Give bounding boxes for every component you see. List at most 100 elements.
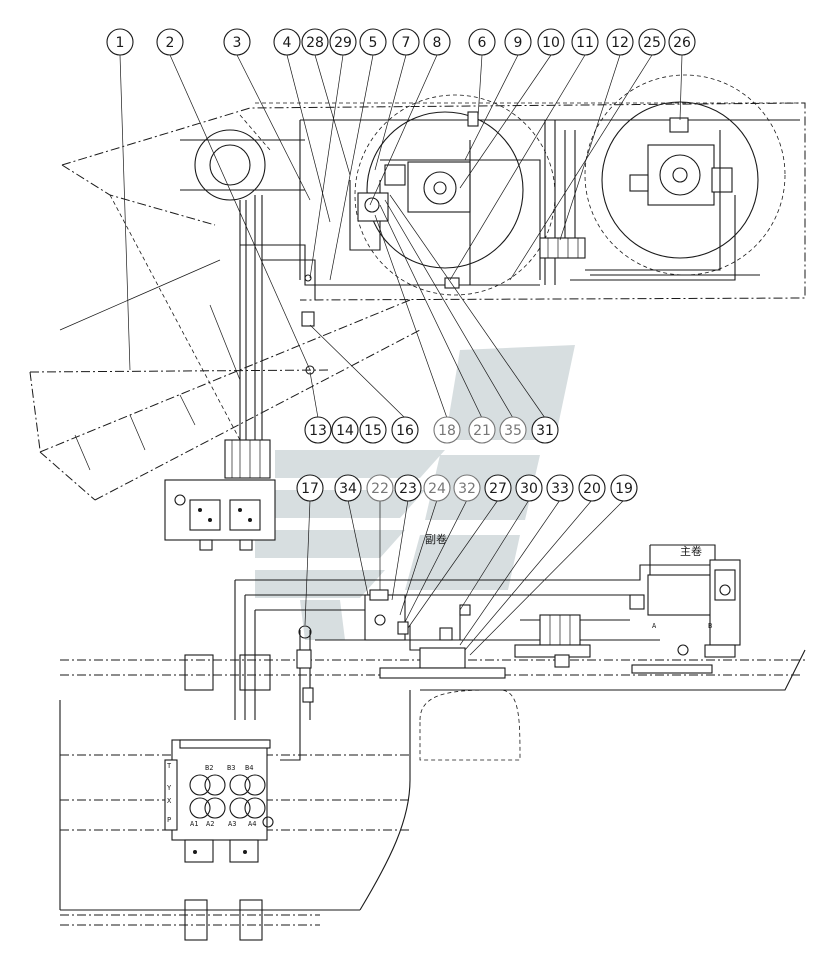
valve-side-label: T: [167, 762, 172, 770]
svg-text:9: 9: [514, 35, 523, 51]
callout: 35: [499, 416, 527, 444]
callout: 19: [610, 474, 638, 502]
svg-text:31: 31: [536, 423, 554, 439]
svg-text:29: 29: [334, 35, 352, 51]
svg-text:24: 24: [428, 481, 446, 497]
svg-text:17: 17: [301, 481, 319, 497]
callout: 9: [504, 28, 532, 56]
aux-winch-label: 副卷: [425, 532, 447, 546]
callout: 22: [366, 474, 394, 502]
valve-port-label: A3: [228, 820, 236, 828]
svg-text:18: 18: [438, 423, 456, 439]
winch-drum-right: [584, 74, 786, 276]
callout: 29: [329, 28, 357, 56]
callout: 23: [394, 474, 422, 502]
svg-text:14: 14: [336, 423, 354, 439]
lower-chassis-structure: [59, 649, 806, 941]
control-valve-lower: [164, 739, 274, 863]
callout: 6: [468, 28, 496, 56]
callout: 17: [296, 474, 324, 502]
svg-text:2: 2: [166, 35, 175, 51]
callout: 32: [453, 474, 481, 502]
valve-port-label: B3: [227, 764, 235, 772]
callouts-lower-row: 17 34 22 23 24 32 27 30 33 20 19: [296, 474, 638, 502]
valve-port-label: B2: [205, 764, 213, 772]
callout: 10: [537, 28, 565, 56]
svg-text:25: 25: [643, 35, 661, 51]
main-winch-pump: [647, 545, 741, 658]
svg-text:20: 20: [583, 481, 601, 497]
valve-side-label: P: [167, 816, 171, 824]
svg-text:19: 19: [615, 481, 633, 497]
svg-text:16: 16: [396, 423, 414, 439]
callout: 31: [531, 416, 559, 444]
callout: 34: [334, 474, 362, 502]
callout: 25: [638, 28, 666, 56]
callout: 30: [515, 474, 543, 502]
callout: 27: [484, 474, 512, 502]
callout: 11: [571, 28, 599, 56]
svg-text:21: 21: [473, 423, 491, 439]
port-a-label: A: [652, 622, 657, 630]
svg-text:35: 35: [504, 423, 522, 439]
callout: 21: [468, 416, 496, 444]
svg-text:11: 11: [576, 35, 594, 51]
callouts-top-row: 1 2 3 4 28 29 5 7 8 6 9 10 11 12 25 26: [106, 28, 696, 56]
svg-text:1: 1: [116, 35, 125, 51]
svg-text:3: 3: [233, 35, 242, 51]
svg-text:7: 7: [402, 35, 411, 51]
callout: 13: [304, 416, 332, 444]
port-b-label: B: [708, 622, 712, 630]
callout: 16: [391, 416, 419, 444]
callout: 5: [359, 28, 387, 56]
svg-text:28: 28: [306, 35, 324, 51]
svg-text:23: 23: [399, 481, 417, 497]
callout: 15: [359, 416, 387, 444]
valve-port-label: A4: [248, 820, 256, 828]
callout: 28: [301, 28, 329, 56]
svg-text:22: 22: [371, 481, 389, 497]
valve-port-label: B4: [245, 764, 253, 772]
valve-port-label: A1: [190, 820, 198, 828]
callout: 24: [423, 474, 451, 502]
callouts-middle-row: 13 14 15 16 18 21 35 31: [304, 416, 559, 444]
callout: 8: [423, 28, 451, 56]
leader-lines: [119, 54, 683, 656]
callout: 7: [392, 28, 420, 56]
callout: 33: [546, 474, 574, 502]
svg-text:4: 4: [283, 35, 292, 51]
svg-text:10: 10: [542, 35, 560, 51]
callout: 12: [606, 28, 634, 56]
svg-text:13: 13: [309, 423, 327, 439]
svg-text:12: 12: [611, 35, 629, 51]
valve-side-label: Y: [167, 784, 172, 792]
svg-text:5: 5: [369, 35, 378, 51]
valve-block-left: [164, 439, 276, 551]
annotation-texts: 主卷 副卷 A B B2 B3 B4 A1 A2 A3 A4 T Y X P: [167, 532, 712, 828]
svg-text:27: 27: [489, 481, 507, 497]
valve-port-label: A2: [206, 820, 214, 828]
svg-text:8: 8: [433, 35, 442, 51]
svg-text:15: 15: [364, 423, 382, 439]
upper-piping: [239, 111, 760, 445]
lower-piping: [234, 544, 720, 761]
svg-text:34: 34: [339, 481, 357, 497]
callout: 1: [106, 28, 134, 56]
callout: 26: [668, 28, 696, 56]
callout: 3: [223, 28, 251, 56]
main-winch-label: 主卷: [680, 544, 702, 558]
svg-text:33: 33: [551, 481, 569, 497]
upper-boom-structure: [29, 102, 808, 501]
svg-text:32: 32: [458, 481, 476, 497]
callout: 18: [433, 416, 461, 444]
svg-text:30: 30: [520, 481, 538, 497]
callout: 4: [273, 28, 301, 56]
callout: 2: [156, 28, 184, 56]
svg-text:6: 6: [478, 35, 487, 51]
callout: 14: [331, 416, 359, 444]
valve-side-label: X: [167, 797, 172, 805]
svg-text:26: 26: [673, 35, 691, 51]
callout: 20: [578, 474, 606, 502]
